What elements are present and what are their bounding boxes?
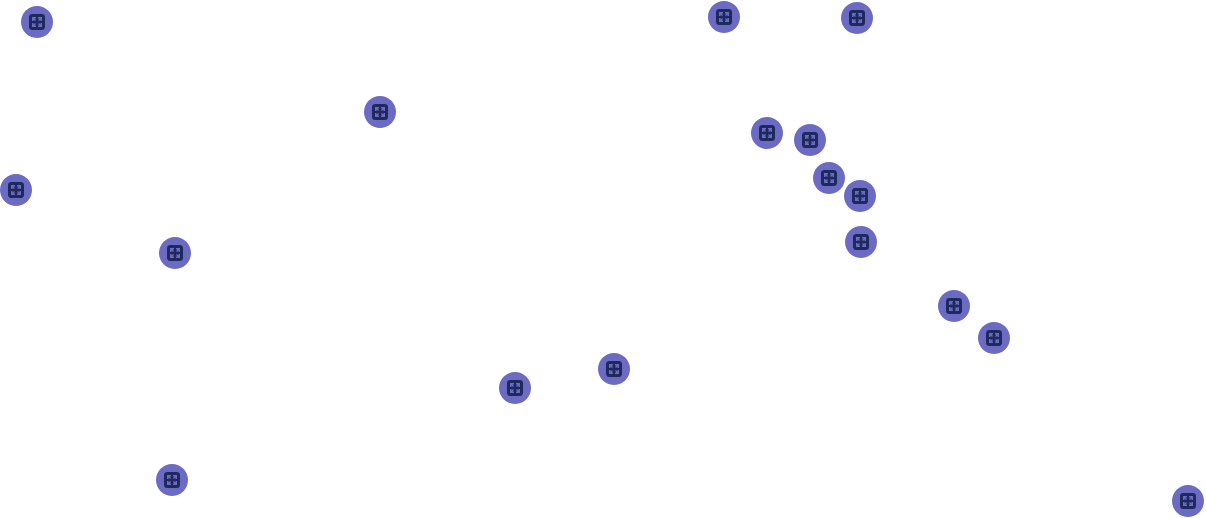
- expand-arrows-icon: [163, 471, 181, 489]
- map-marker[interactable]: [156, 464, 188, 496]
- map-marker[interactable]: [364, 96, 396, 128]
- map-marker[interactable]: [751, 117, 783, 149]
- expand-arrows-icon: [852, 233, 870, 251]
- map-marker[interactable]: [794, 124, 826, 156]
- expand-arrows-icon: [715, 8, 733, 26]
- expand-arrows-icon: [28, 13, 46, 31]
- map-marker[interactable]: [978, 322, 1010, 354]
- expand-arrows-icon: [166, 244, 184, 262]
- expand-arrows-icon: [7, 181, 25, 199]
- map-marker[interactable]: [1172, 485, 1204, 517]
- expand-arrows-icon: [820, 169, 838, 187]
- expand-arrows-icon: [985, 329, 1003, 347]
- map-marker[interactable]: [499, 372, 531, 404]
- expand-arrows-icon: [605, 360, 623, 378]
- map-marker[interactable]: [845, 226, 877, 258]
- map-marker[interactable]: [159, 237, 191, 269]
- map-marker[interactable]: [708, 1, 740, 33]
- expand-arrows-icon: [945, 297, 963, 315]
- expand-arrows-icon: [848, 9, 866, 27]
- map-marker[interactable]: [21, 6, 53, 38]
- map-marker[interactable]: [813, 162, 845, 194]
- expand-arrows-icon: [506, 379, 524, 397]
- map-marker[interactable]: [841, 2, 873, 34]
- expand-arrows-icon: [371, 103, 389, 121]
- expand-arrows-icon: [801, 131, 819, 149]
- expand-arrows-icon: [758, 124, 776, 142]
- map-marker[interactable]: [598, 353, 630, 385]
- map-marker[interactable]: [844, 180, 876, 212]
- map-marker[interactable]: [0, 174, 32, 206]
- map-marker[interactable]: [938, 290, 970, 322]
- expand-arrows-icon: [851, 187, 869, 205]
- expand-arrows-icon: [1179, 492, 1197, 510]
